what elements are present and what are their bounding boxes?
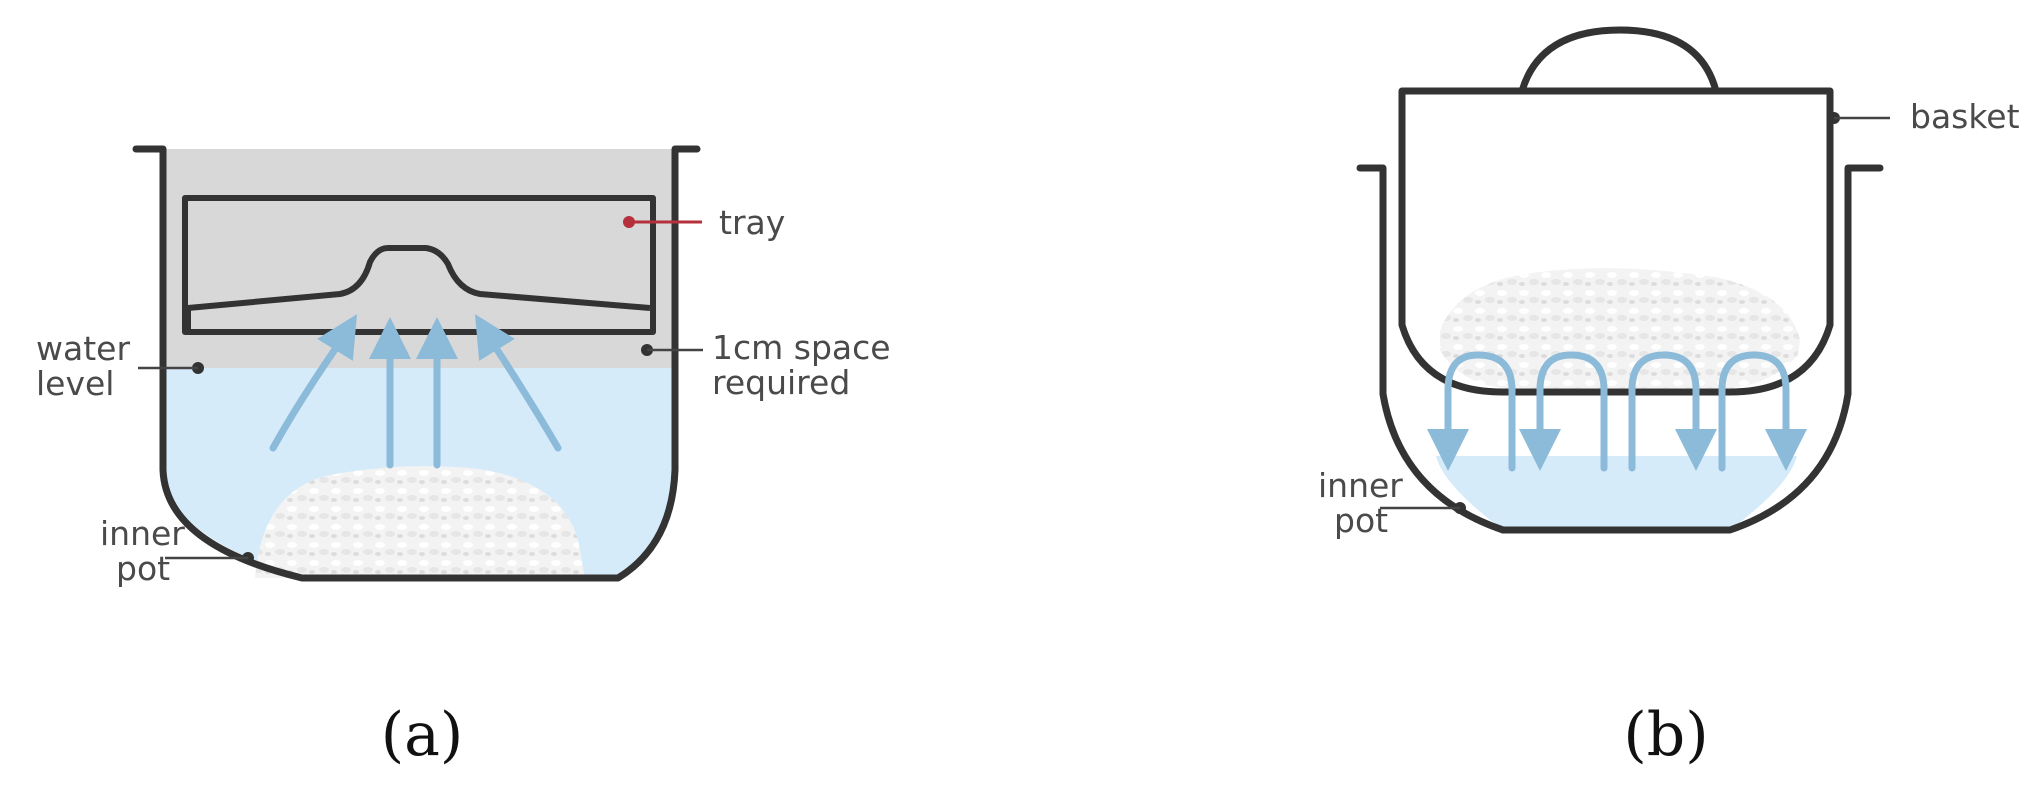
panel-b-steam-loop bbox=[1427, 351, 1516, 472]
panel-b-basket-label: basket bbox=[1910, 97, 2020, 136]
panel-a-water-label: water bbox=[36, 329, 130, 368]
panel-b-pot-label: pot bbox=[1334, 501, 1388, 540]
panel-a-space-label: required bbox=[712, 363, 850, 402]
panel-a-pot-label: pot bbox=[116, 549, 170, 588]
panel-a-pot-label: inner bbox=[100, 514, 185, 553]
panel-b-pot-label: inner bbox=[1318, 466, 1403, 505]
panel-b-steam-loop bbox=[1519, 351, 1608, 472]
panel-a-tray-insert bbox=[187, 245, 651, 311]
panel-b: basket inner pot (b) bbox=[1318, 26, 2020, 770]
panel-b-basket bbox=[1398, 87, 1834, 396]
panel-b-pot-outline bbox=[1356, 164, 1884, 534]
panel-b-basket-handle bbox=[1518, 26, 1720, 95]
panel-b-steam-loop bbox=[1628, 351, 1717, 472]
panel-a-gray-space bbox=[163, 149, 675, 368]
panel-a-space-label: 1cm space bbox=[712, 328, 891, 367]
panel-b-water bbox=[1436, 456, 1797, 530]
panel-b-rice bbox=[1440, 268, 1800, 388]
panel-a-steam-arrow bbox=[474, 314, 562, 452]
panel-a-tray-label: tray bbox=[719, 203, 785, 242]
panel-a: tray 1cm space required water level inne… bbox=[36, 145, 891, 770]
panel-a-label: (a) bbox=[381, 700, 464, 770]
panel-b-label: (b) bbox=[1623, 700, 1708, 770]
panel-a-pot-outline bbox=[132, 145, 701, 582]
panel-a-rice bbox=[255, 466, 585, 578]
panel-a-steam-arrow bbox=[269, 314, 358, 452]
panel-a-water-label: level bbox=[36, 364, 114, 403]
panel-b-steam-loop bbox=[1718, 351, 1807, 472]
